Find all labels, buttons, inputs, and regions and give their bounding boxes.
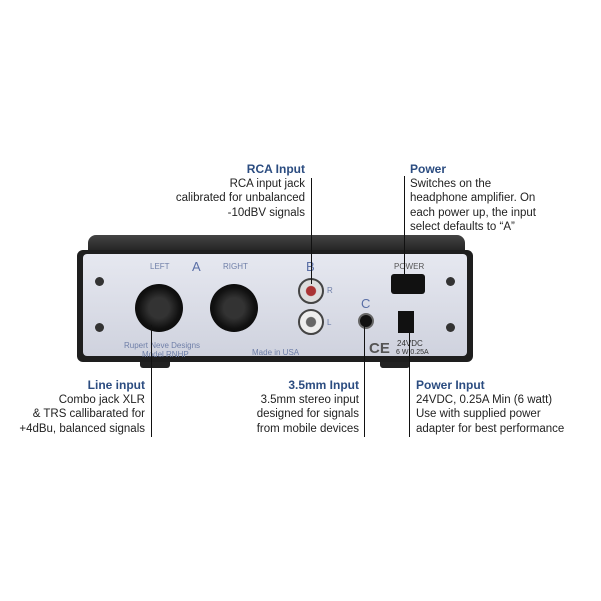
callout-text: 3.5mm stereo input — [260, 393, 359, 406]
callout-line-input: Line input Combo jack XLR & TRS callibar… — [19, 378, 145, 436]
callout-text: 24VDC, 0.25A Min (6 watt) — [416, 393, 553, 406]
callout-text: -10dBV signals — [227, 206, 305, 219]
callout-leader-line — [364, 320, 365, 437]
callout-title: Line input — [87, 378, 145, 392]
callout-rca-input: RCA Input RCA input jack calibrated for … — [176, 162, 305, 220]
label-right: RIGHT — [223, 262, 248, 271]
callout-power-input: Power Input 24VDC, 0.25A Min (6 watt) Us… — [416, 378, 564, 436]
callout-text: Combo jack XLR — [58, 393, 145, 406]
dc-power-jack[interactable] — [398, 311, 414, 333]
label-a: A — [192, 259, 201, 274]
brand-label: Rupert Neve Designs — [124, 341, 201, 350]
callout-text: headphone amplifier. On — [410, 192, 536, 204]
callout-title: Power Input — [416, 378, 485, 392]
callout-text: calibrated for unbalanced — [175, 192, 305, 204]
callout-leader-line — [404, 176, 405, 280]
callout-leader-line — [151, 325, 152, 437]
label-left: LEFT — [150, 262, 170, 271]
callout-text: +4dBu, balanced signals — [19, 422, 145, 435]
callout-title: RCA Input — [246, 162, 305, 176]
ce-mark: CE — [369, 340, 390, 357]
label-power: POWER — [394, 262, 425, 271]
screw — [446, 323, 455, 332]
callout-power: Power Switches on the headphone amplifie… — [410, 162, 536, 235]
screw — [95, 323, 104, 332]
callout-title: Power — [410, 162, 447, 176]
callout-3-5mm-input: 3.5mm Input 3.5mm stereo input designed … — [257, 378, 359, 436]
callout-text: Use with supplied power — [416, 408, 541, 420]
label-c: C — [361, 296, 371, 311]
callout-text: Switches on the — [410, 177, 492, 190]
callout-leader-line — [311, 178, 312, 284]
screw — [95, 277, 104, 286]
callout-text: from mobile devices — [256, 422, 359, 435]
label-r: R — [327, 286, 333, 295]
made-in-label: Made in USA — [252, 348, 300, 357]
headphone-jack-3-5mm[interactable] — [358, 313, 374, 329]
power-switch[interactable] — [391, 274, 425, 294]
xlr-jack-left[interactable] — [135, 284, 183, 332]
device-foot — [140, 362, 170, 368]
rca-jack-right[interactable] — [298, 278, 324, 304]
callout-text: RCA input jack — [229, 177, 305, 190]
callout-text: designed for signals — [256, 408, 359, 420]
callout-text: & TRS callibarated for — [32, 408, 145, 420]
callout-text: adapter for best performance — [416, 422, 565, 435]
callout-leader-line — [409, 322, 410, 437]
model-label: Model RNHP — [142, 350, 189, 359]
xlr-jack-right[interactable] — [210, 284, 258, 332]
wattage-label: 6 W 0.25A — [396, 349, 429, 356]
label-b: B — [306, 259, 315, 274]
screw — [446, 277, 455, 286]
device-foot — [380, 362, 410, 368]
callout-text: each power up, the input — [410, 206, 536, 219]
callout-title: 3.5mm Input — [288, 378, 359, 392]
callout-text: select defaults to “A” — [410, 221, 515, 233]
rca-jack-left[interactable] — [298, 309, 324, 335]
label-l: L — [327, 318, 332, 327]
